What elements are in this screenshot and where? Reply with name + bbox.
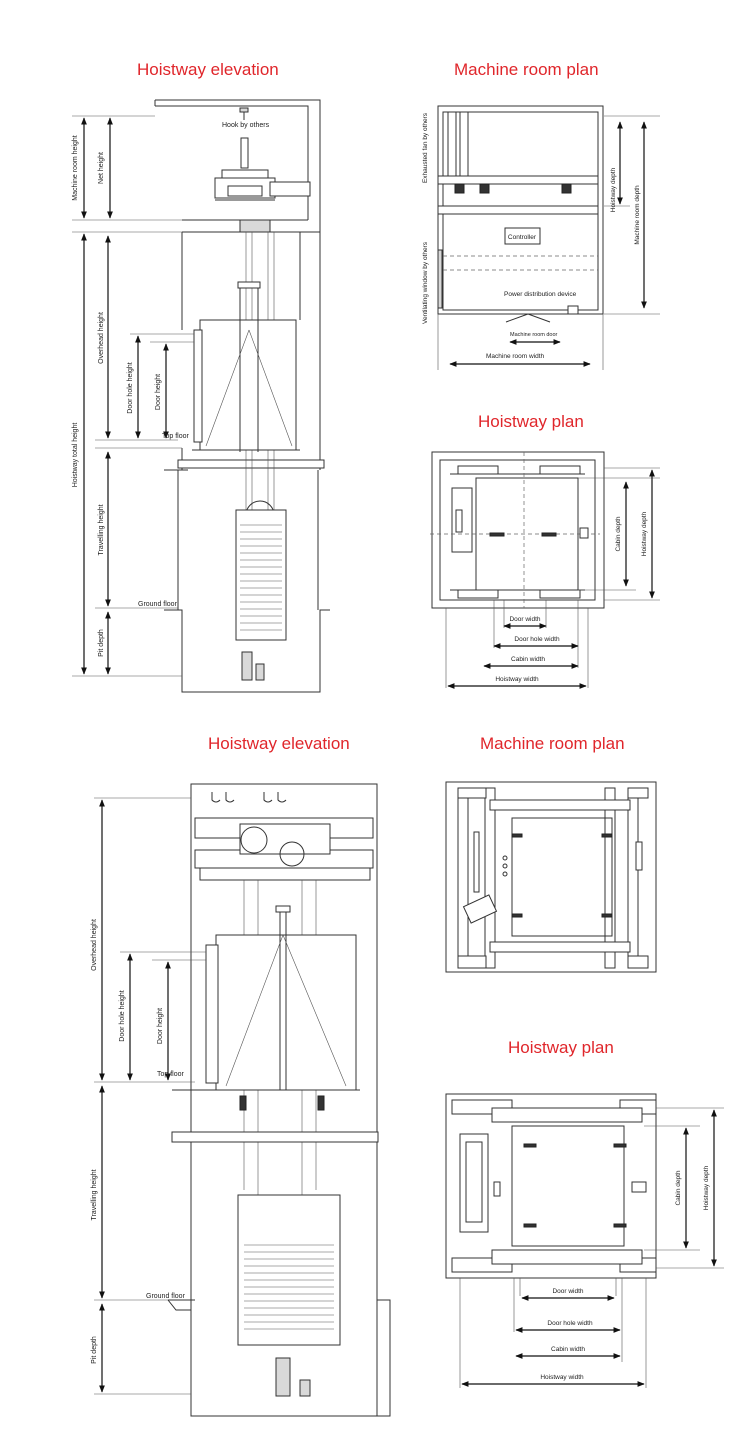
label-bottom-cabin-width: Cabin width: [551, 1346, 585, 1353]
label-bottom-travelling-height: Travelling height: [91, 1169, 98, 1220]
label-door-height: Door height: [155, 374, 162, 410]
title-top-machine-room-plan: Machine room plan: [454, 60, 599, 79]
title-bottom-machine-room-plan: Machine room plan: [480, 734, 625, 753]
label-hook: Hook by others: [222, 122, 270, 129]
label-bottom-hoistway-depth: Hoistway depth: [703, 1165, 710, 1210]
label-pit-depth: Pit depth: [98, 629, 105, 657]
label-bottom-door-hole-height: Door hole height: [119, 990, 126, 1041]
label-top-door-width: Door width: [509, 616, 540, 623]
label-net-height: Net height: [98, 152, 105, 184]
label-hoistway-total-height: Hoistway total height: [72, 423, 79, 488]
label-bottom-hoistway-width: Hoistway width: [540, 1374, 584, 1381]
title-top-hoistway-plan: Hoistway plan: [478, 412, 584, 431]
label-machine-room-depth: Machine room depth: [634, 185, 641, 245]
title-bottom-hoistway-plan: Hoistway plan: [508, 1038, 614, 1057]
bottom-hoistway-elevation-drawing: Overhead height Door hole height Door he…: [91, 783, 391, 1417]
label-travelling-height: Travelling height: [98, 504, 105, 555]
label-exhausted-fan: Exhausted fan by others: [422, 112, 429, 183]
label-top-cabin-depth: Cabin depth: [615, 516, 622, 551]
label-top-hoistway-depth: Hoistway depth: [641, 511, 648, 556]
top-machine-room-plan-drawing: Exhausted fan by others Ventilating wind…: [422, 105, 660, 370]
label-machine-room-height: Machine room height: [72, 135, 79, 200]
label-ventilating-window: Ventilating window by others: [422, 241, 429, 324]
label-bottom-ground-floor: Ground floor: [146, 1293, 186, 1300]
label-top-door-hole-width: Door hole width: [514, 636, 560, 643]
label-bottom-door-width: Door width: [552, 1288, 583, 1295]
bottom-machine-room-plan-drawing: [445, 781, 657, 973]
label-controller: Controller: [508, 234, 537, 241]
label-bottom-pit-depth: Pit depth: [91, 1336, 98, 1364]
label-power-distribution: Power distribution device: [504, 291, 577, 298]
title-bottom-hoistway-elevation: Hoistway elevation: [208, 734, 350, 753]
label-top-hoistway-width: Hoistway width: [495, 676, 539, 683]
top-hoistway-elevation-drawing: Hook by others Machine room height Net h…: [72, 99, 330, 693]
title-top-hoistway-elevation: Hoistway elevation: [137, 60, 279, 79]
label-machine-room-width: Machine room width: [486, 353, 545, 360]
label-mr-hoistway-depth: Hoistway depth: [610, 167, 617, 212]
label-top-cabin-width: Cabin width: [511, 656, 545, 663]
label-bottom-door-hole-width: Door hole width: [547, 1320, 593, 1327]
top-hoistway-plan-drawing: Cabin depth Hoistway depth Door width Do…: [430, 451, 660, 689]
label-bottom-top-floor: Top floor: [157, 1071, 185, 1078]
label-top-floor: Top floor: [162, 433, 190, 440]
label-bottom-door-height: Door height: [157, 1008, 164, 1044]
label-overhead-height: Overhead height: [98, 312, 105, 364]
label-machine-room-door: Machine room door: [510, 332, 558, 338]
label-ground-floor: Ground floor: [138, 601, 178, 608]
bottom-hoistway-plan-drawing: Cabin depth Hoistway depth Door width Do…: [445, 1093, 724, 1388]
label-bottom-overhead-height: Overhead height: [91, 919, 98, 971]
label-door-hole-height: Door hole height: [127, 362, 134, 413]
label-bottom-cabin-depth: Cabin depth: [675, 1170, 682, 1205]
